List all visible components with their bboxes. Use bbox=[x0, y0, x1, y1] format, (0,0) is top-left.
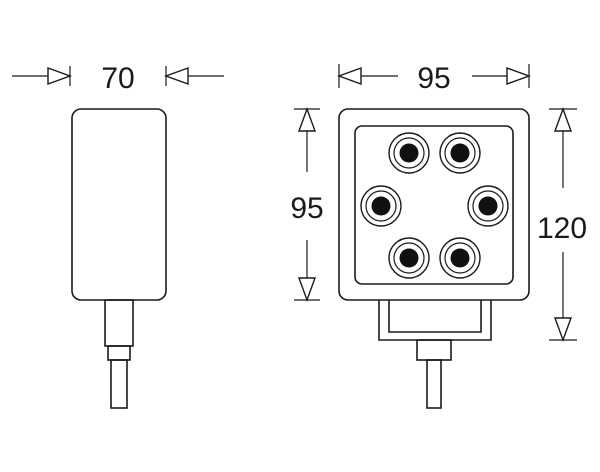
led-emitter bbox=[399, 143, 419, 163]
led-6 bbox=[439, 237, 481, 279]
side-bracket bbox=[104, 299, 134, 347]
led-emitter bbox=[478, 196, 498, 216]
left-arrowhead bbox=[336, 67, 362, 85]
bottom-arrowhead bbox=[554, 317, 572, 343]
led-emitter bbox=[450, 248, 470, 268]
top-arrowhead bbox=[298, 106, 316, 132]
side-view: 70 bbox=[12, 62, 224, 409]
right-arrowhead bbox=[163, 67, 189, 85]
front-inner-height-dimension: 95 bbox=[290, 106, 324, 303]
led-2 bbox=[439, 132, 481, 174]
right-arrowhead bbox=[506, 67, 532, 85]
side-width-dimension: 70 bbox=[12, 62, 224, 95]
led-4 bbox=[467, 185, 509, 227]
front-bracket bbox=[378, 300, 492, 341]
front-cable bbox=[426, 359, 442, 409]
led-5 bbox=[388, 237, 430, 279]
bottom-arrowhead bbox=[298, 277, 316, 303]
front-total-height-dimension: 120 bbox=[537, 106, 587, 343]
side-width-label: 70 bbox=[101, 62, 134, 95]
front-lens bbox=[354, 125, 514, 285]
left-arrowhead bbox=[47, 67, 73, 85]
led-emitter bbox=[450, 143, 470, 163]
front-width-dimension: 95 bbox=[336, 62, 532, 95]
side-housing bbox=[71, 108, 167, 301]
top-arrowhead bbox=[554, 106, 572, 132]
front-total-height-label: 120 bbox=[537, 212, 587, 245]
led-emitter bbox=[371, 196, 391, 216]
front-connector bbox=[416, 339, 452, 361]
front-inner-height-label: 95 bbox=[290, 192, 323, 225]
front-housing bbox=[338, 108, 530, 301]
led-3 bbox=[360, 185, 402, 227]
side-connector bbox=[107, 345, 131, 361]
front-width-label: 95 bbox=[417, 62, 450, 95]
led-array bbox=[360, 132, 509, 279]
led-emitter bbox=[399, 248, 419, 268]
side-cable bbox=[110, 359, 128, 409]
led-1 bbox=[388, 132, 430, 174]
front-bracket-inner bbox=[388, 300, 482, 333]
front-view: 95 95 120 bbox=[290, 62, 587, 409]
